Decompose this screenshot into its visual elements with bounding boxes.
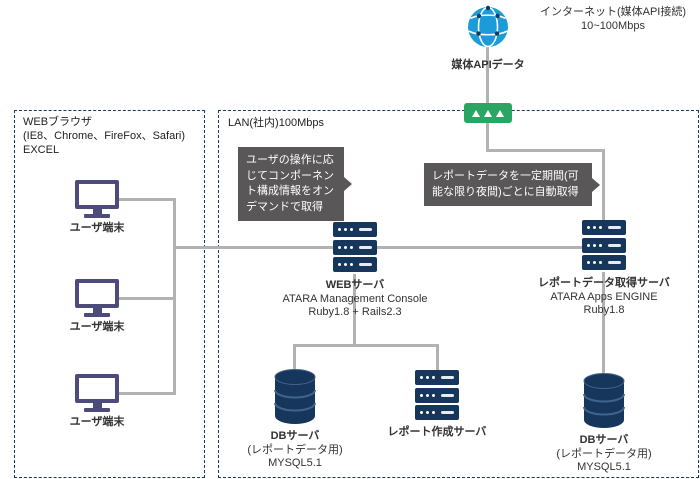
internet-globe-icon (466, 5, 510, 49)
connector-bus-webserver (173, 246, 336, 249)
connector-client-bus (173, 198, 176, 395)
report-create-server-label: レポート作成サーバ (387, 426, 487, 438)
report-create-server-icon (415, 370, 459, 423)
connector-web-fetch (377, 246, 583, 249)
switch-arrow-icon (496, 109, 504, 117)
connector-create-drop (436, 344, 439, 373)
connector-web-down (353, 274, 356, 347)
db-server-right-label: DBサーバ (レポートデータ用) MYSQL5.1 (556, 434, 652, 473)
terminal-2-monitor-icon (74, 279, 120, 317)
report-fetch-server-icon (582, 220, 626, 273)
lan-zone-border (218, 110, 699, 478)
connector-db1-drop (293, 344, 296, 371)
terminal-3-label: ユーザ端末 (69, 416, 125, 428)
terminal-3-monitor-icon (74, 374, 120, 412)
connector-switch-down (486, 122, 489, 152)
internet-label: インターネット(媒体API接続) 10~100Mbps (528, 6, 698, 33)
switch-arrow-icon (472, 109, 480, 117)
connector-globe-switch (486, 46, 489, 104)
db-server-left-label: DBサーバ (レポートデータ用) MYSQL5.1 (247, 430, 343, 469)
terminal-1-label: ユーザ端末 (69, 222, 125, 234)
terminal-2-label: ユーザ端末 (69, 321, 125, 333)
callout-web-ondemand: ユーザの操作に応 じてコンポーネン ト構成情報をオン デマンドで取得 (238, 147, 352, 221)
connector-fetch-drop (602, 149, 605, 222)
terminal-1-monitor-icon (74, 180, 120, 218)
db-server-left-icon (273, 368, 317, 431)
lan-zone-title: LAN(社内)100Mbps (228, 117, 324, 129)
internet-bandwidth: 10~100Mbps (581, 19, 645, 32)
web-server-label: WEBサーバ ATARA Management Console Ruby1.8 … (282, 279, 428, 318)
report-fetch-server-label: レポートデータ取得サーバ ATARA Apps ENGINE Ruby1.8 (538, 277, 670, 316)
callout-report-auto: レポートデータを一定期間(可 能な限り夜間)ごとに自動取得 (424, 163, 600, 206)
web-server-icon (333, 222, 377, 275)
connector-terminal2-stub (118, 297, 176, 300)
connector-fetch-db2 (602, 272, 605, 375)
client-zone-title: WEBブラウザ (IE8、Chrome、FireFox、Safari) EXCE… (23, 116, 185, 156)
connector-bottom-branch (293, 344, 439, 347)
media-api-caption: 媒体APIデータ (451, 59, 525, 71)
connector-terminal1-stub (118, 198, 176, 201)
internet-label-line1: インターネット(媒体API接続) (539, 6, 687, 18)
db-server-right-icon (582, 372, 626, 435)
switch-icon (464, 103, 512, 123)
connector-terminal3-stub (118, 392, 176, 395)
connector-top-horizontal (486, 149, 605, 152)
client-zone-border (14, 110, 205, 478)
switch-arrow-icon (484, 109, 492, 117)
